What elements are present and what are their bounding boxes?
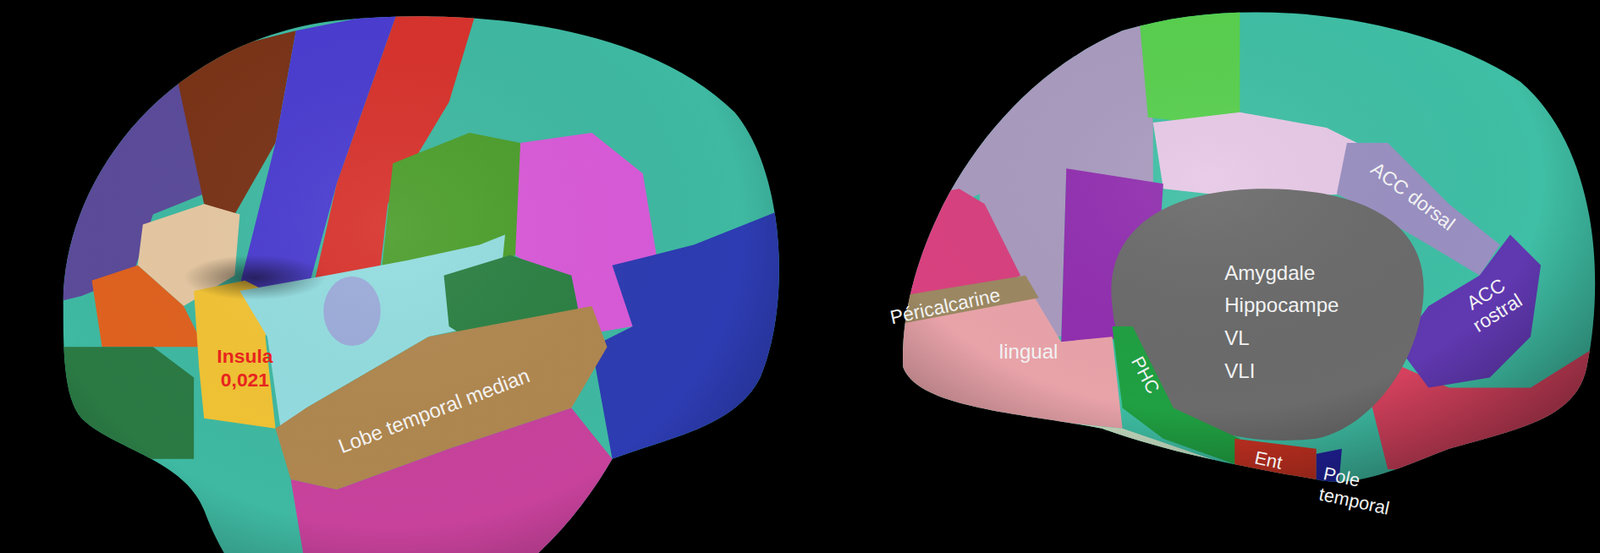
region-label: Péricalcarine (887, 283, 1002, 329)
region-label: VL (1224, 327, 1249, 352)
region-value-label: 0,021 (220, 368, 270, 391)
region-label: Ent (1253, 448, 1285, 475)
region-label: Hippocampe (1224, 293, 1339, 318)
region-value-label: Insula (216, 345, 273, 368)
region-label: lingual (999, 340, 1059, 364)
region-label: PHC (1126, 353, 1164, 398)
region-label: ACC rostral (1448, 265, 1535, 343)
region-label: Lobe temporal median (335, 363, 534, 459)
region-label: VLI (1224, 359, 1255, 384)
medial-hemisphere (877, 0, 1600, 511)
lateral-hemisphere (40, 0, 817, 553)
region-label: ACC dorsal (1367, 157, 1460, 235)
region-label: Pole temporal (1317, 463, 1419, 525)
region-label: Amygdale (1224, 261, 1315, 286)
